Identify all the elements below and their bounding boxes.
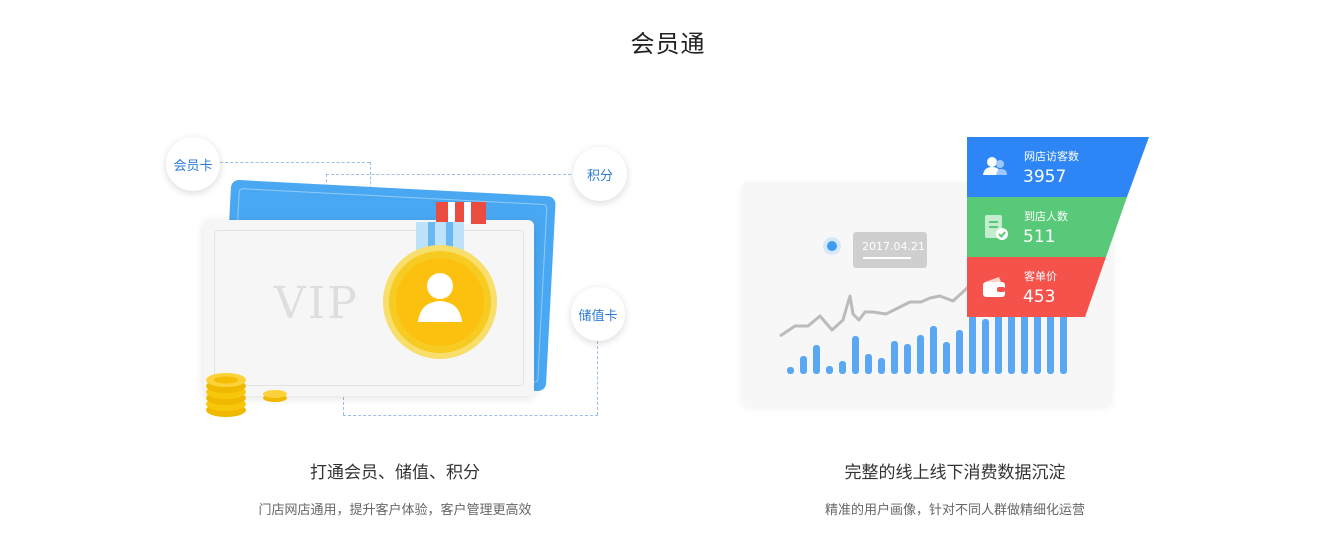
connector-line bbox=[343, 415, 598, 416]
users-icon bbox=[983, 157, 1007, 175]
stat-visitors: 网店访客数 3957 bbox=[967, 137, 1152, 197]
medal-icon bbox=[383, 202, 497, 359]
vip-card-text: VIP bbox=[274, 278, 359, 329]
feature-subtitle: 门店网店通用，提升客户体验，客户管理更高效 bbox=[258, 503, 532, 518]
stat-store-visits: 到店人数 511 bbox=[967, 197, 1152, 257]
stat-background bbox=[967, 197, 1127, 257]
stat-label: 客单价 bbox=[1024, 270, 1057, 283]
card-border bbox=[214, 230, 524, 386]
stat-background bbox=[967, 257, 1106, 317]
date-tooltip: 2017.04.21 bbox=[853, 232, 927, 268]
stat-order-value: 客单价 453 bbox=[967, 257, 1152, 317]
date-marker-dot bbox=[827, 241, 837, 251]
checklist-icon bbox=[985, 215, 1008, 240]
connector-line bbox=[343, 392, 344, 415]
connector-line bbox=[597, 341, 598, 415]
feature-subtitle: 精准的用户画像，针对不同人群做精细化运营 bbox=[824, 503, 1085, 518]
coins-icon bbox=[206, 373, 287, 417]
stored-value-card-tag: 储值卡 bbox=[571, 287, 625, 341]
connector-line bbox=[326, 174, 576, 175]
connector-line bbox=[220, 162, 370, 163]
feature-title: 完整的线上线下消费数据沉淀 bbox=[844, 463, 1066, 483]
stat-value: 3957 bbox=[1023, 167, 1067, 187]
member-illustration: VIP 会员卡 积分 储值卡 bbox=[160, 130, 640, 430]
feature-title: 打通会员、储值、积分 bbox=[310, 463, 480, 483]
points-tag: 积分 bbox=[573, 147, 627, 201]
data-illustration: 2017.04.21 网店访客数 3957 到店人数 bbox=[740, 136, 1160, 416]
tooltip-line bbox=[863, 257, 911, 259]
stat-label: 网店访客数 bbox=[1024, 150, 1079, 163]
data-feature-caption: 完整的线上线下消费数据沉淀 精准的用户画像，针对不同人群做精细化运营 bbox=[755, 458, 1155, 518]
stat-background bbox=[967, 137, 1149, 197]
stat-value: 453 bbox=[1023, 287, 1056, 307]
stats-funnel: 网店访客数 3957 到店人数 511 客单价 453 bbox=[967, 137, 1152, 319]
stat-label: 到店人数 bbox=[1024, 210, 1068, 223]
stat-value: 511 bbox=[1023, 227, 1056, 247]
page-title: 会员通 bbox=[630, 30, 706, 58]
date-tooltip-text: 2017.04.21 bbox=[862, 240, 925, 253]
member-feature-caption: 打通会员、储值、积分 门店网店通用，提升客户体验，客户管理更高效 bbox=[195, 458, 595, 518]
member-card-tag: 会员卡 bbox=[166, 137, 220, 191]
wallet-icon bbox=[983, 277, 1005, 297]
